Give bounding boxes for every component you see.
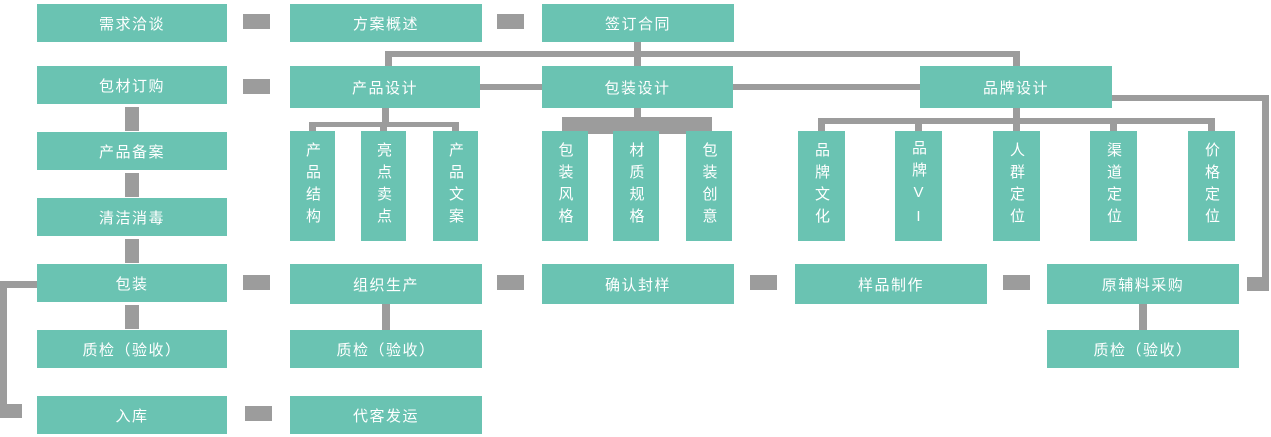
connector-packing-organize-production bbox=[243, 275, 270, 290]
node-label: 样品制作 bbox=[857, 276, 924, 294]
connector-sample-raw-material bbox=[1003, 275, 1030, 290]
node-material-spec: 材质规格 bbox=[613, 131, 659, 241]
node-label: 产品设计 bbox=[351, 79, 418, 97]
connector-organize-confirm-sample bbox=[497, 275, 524, 290]
connector-brand-right-line bbox=[1112, 95, 1269, 101]
node-material-order: 包材订购 bbox=[37, 66, 227, 104]
node-label: 亮点卖点 bbox=[375, 142, 392, 230]
node-label: 代客发运 bbox=[352, 407, 419, 425]
connector-cleaning-packing bbox=[125, 239, 139, 263]
node-label: 质检（验收） bbox=[336, 341, 436, 359]
node-label: 品牌VI bbox=[910, 140, 927, 232]
connector-product-children-bar bbox=[309, 122, 459, 127]
connector-left-edge-line bbox=[0, 281, 7, 411]
node-channel-positioning: 渠道定位 bbox=[1090, 131, 1137, 241]
node-label: 品牌文化 bbox=[813, 142, 830, 230]
connector-product-packaging bbox=[480, 84, 542, 90]
node-label: 需求洽谈 bbox=[98, 15, 165, 33]
node-label: 包材订购 bbox=[98, 77, 165, 95]
node-label: 产品文案 bbox=[447, 142, 464, 230]
node-product-copywriting: 产品文案 bbox=[433, 131, 478, 241]
node-raw-material-purchase: 原辅料采购 bbox=[1047, 264, 1239, 304]
connector-demand-proposal bbox=[243, 14, 270, 29]
node-packaging-creativity: 包装创意 bbox=[686, 131, 732, 241]
node-shipping: 代客发运 bbox=[290, 396, 482, 434]
node-raw-material-qc: 质检（验收） bbox=[1047, 330, 1239, 368]
connector-drop-product-copy bbox=[452, 127, 459, 132]
connector-material-order-product-design bbox=[243, 79, 270, 94]
node-organize-production: 组织生产 bbox=[290, 264, 482, 304]
node-proposal-overview: 方案概述 bbox=[290, 4, 482, 42]
connector-brand-children-bar bbox=[818, 118, 1215, 124]
connector-brand-design-stub bbox=[1013, 108, 1020, 118]
node-confirm-sample: 确认封样 bbox=[542, 264, 734, 304]
connector-material-order-filing bbox=[125, 107, 139, 131]
connector-packing-left-line bbox=[2, 281, 37, 288]
connector-confirm-sample-making bbox=[750, 275, 777, 290]
connector-proposal-contract bbox=[497, 14, 524, 29]
node-label: 清洁消毒 bbox=[98, 209, 165, 227]
connector-organize-qc bbox=[382, 302, 390, 330]
node-brand-culture: 品牌文化 bbox=[798, 131, 845, 241]
node-packing: 包装 bbox=[37, 264, 227, 302]
node-label: 包装风格 bbox=[556, 142, 574, 230]
node-packaging-style: 包装风格 bbox=[542, 131, 588, 241]
node-label: 包装创意 bbox=[700, 142, 718, 230]
connector-product-design-stub bbox=[382, 108, 389, 122]
connector-packing-qc bbox=[125, 305, 139, 329]
node-production-qc: 质检（验收） bbox=[290, 330, 482, 368]
node-label: 质检（验收） bbox=[1093, 341, 1193, 359]
node-label: 包装设计 bbox=[604, 79, 671, 97]
connector-drop-brand-vi bbox=[915, 124, 922, 131]
connector-raw-material-qc bbox=[1139, 302, 1147, 330]
connector-drop-product-structure bbox=[309, 127, 316, 132]
connector-contract-branch-line bbox=[385, 51, 1020, 57]
connector-drop-brand-design bbox=[1013, 51, 1020, 66]
connector-packaging-children-bar bbox=[562, 117, 712, 134]
node-label: 方案概述 bbox=[352, 15, 419, 33]
connector-drop-price bbox=[1208, 124, 1215, 131]
node-label: 品牌设计 bbox=[982, 79, 1049, 97]
node-demand-negotiation: 需求洽谈 bbox=[37, 4, 227, 42]
node-label: 签订合同 bbox=[604, 15, 671, 33]
node-cleaning-disinfection: 清洁消毒 bbox=[37, 198, 227, 236]
node-label: 质检（验收） bbox=[82, 341, 182, 359]
node-packing-qc: 质检（验收） bbox=[37, 330, 227, 368]
connector-filing-cleaning bbox=[125, 173, 139, 197]
connector-drop-channel bbox=[1110, 124, 1117, 131]
connector-drop-audience bbox=[1013, 124, 1020, 131]
node-label: 价格定位 bbox=[1203, 142, 1220, 230]
node-label: 人群定位 bbox=[1008, 142, 1025, 230]
connector-warehousing-shipping bbox=[245, 406, 272, 421]
node-brand-design: 品牌设计 bbox=[920, 66, 1112, 108]
node-label: 组织生产 bbox=[352, 276, 419, 294]
node-label: 材质规格 bbox=[627, 142, 645, 230]
node-label: 产品备案 bbox=[98, 143, 165, 161]
connector-left-edge-cap bbox=[0, 404, 22, 418]
node-label: 渠道定位 bbox=[1105, 142, 1122, 230]
node-price-positioning: 价格定位 bbox=[1188, 131, 1235, 241]
node-label: 确认封样 bbox=[604, 276, 671, 294]
connector-drop-brand-culture bbox=[818, 124, 825, 131]
node-product-design: 产品设计 bbox=[290, 66, 480, 108]
connector-right-edge-line bbox=[1262, 95, 1269, 290]
node-product-filing: 产品备案 bbox=[37, 132, 227, 170]
node-product-structure: 产品结构 bbox=[290, 131, 335, 241]
node-warehousing: 入库 bbox=[37, 396, 227, 434]
node-audience-positioning: 人群定位 bbox=[993, 131, 1040, 241]
node-packaging-design: 包装设计 bbox=[542, 66, 733, 108]
connector-drop-highlights bbox=[380, 127, 387, 132]
node-label: 入库 bbox=[115, 407, 149, 425]
node-label: 包装 bbox=[115, 275, 149, 293]
connector-right-edge-cap bbox=[1247, 277, 1269, 291]
node-sample-making: 样品制作 bbox=[795, 264, 987, 304]
node-highlight-selling-points: 亮点卖点 bbox=[361, 131, 406, 241]
node-label: 原辅料采购 bbox=[1101, 276, 1185, 294]
node-brand-vi: 品牌VI bbox=[895, 131, 942, 241]
connector-drop-product-design bbox=[385, 51, 392, 66]
node-label: 产品结构 bbox=[304, 142, 321, 230]
node-sign-contract: 签订合同 bbox=[542, 4, 734, 42]
connector-packaging-design-stub bbox=[634, 108, 641, 117]
connector-packaging-brand bbox=[733, 84, 920, 90]
